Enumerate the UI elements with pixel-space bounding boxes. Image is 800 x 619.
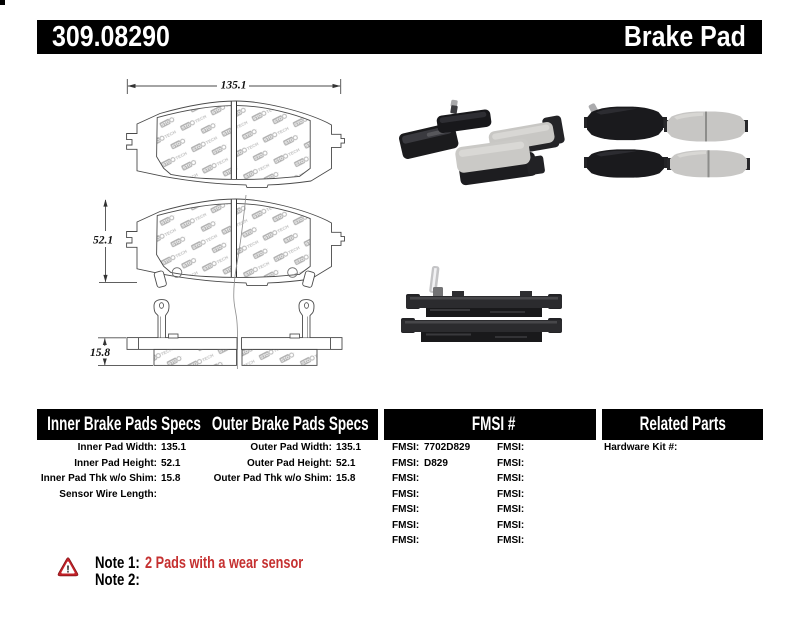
svg-text:!: ! [66,563,70,575]
svg-text:135.1: 135.1 [221,80,247,92]
svg-text:15.8: 15.8 [90,347,110,359]
svg-text:52.1: 52.1 [93,234,113,246]
